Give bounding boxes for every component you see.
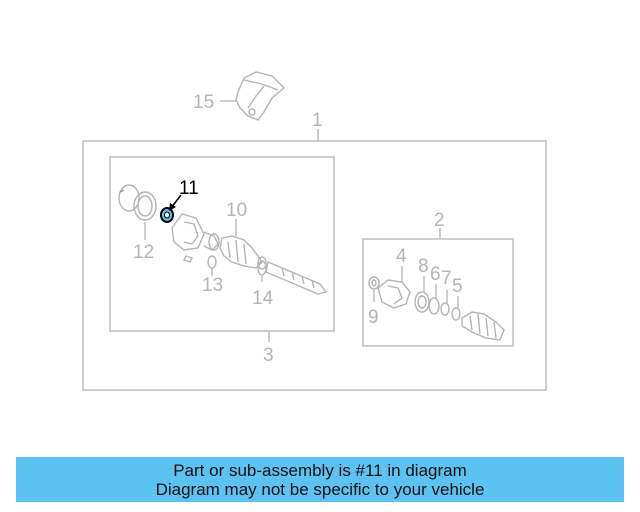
leader-11-arrowhead [169,203,176,211]
part-8-ring [414,291,430,313]
assembly-box-3 [109,156,335,332]
callout-12: 12 [133,242,154,263]
assembly-box-2 [362,238,514,347]
callout-10: 10 [226,200,247,221]
info-banner: Part or sub-assembly is #11 in diagram D… [16,457,624,502]
callout-1: 1 [312,110,323,131]
part-6-ring [428,297,440,315]
part-14-clamp [257,260,267,276]
callout-2: 2 [434,210,445,231]
axle-shaft [265,261,328,295]
callout-15: 15 [193,92,214,113]
banner-line-2: Diagram may not be specific to your vehi… [155,480,485,499]
callout-11: 11 [179,178,199,199]
callout-9: 9 [368,307,379,328]
banner-line-1: Part or sub-assembly is #11 in diagram [173,461,467,480]
part-13-clamp [183,255,217,269]
callout-13: 13 [202,275,223,296]
callout-4: 4 [396,246,407,267]
part-9-nut [368,276,380,290]
callout-7: 7 [441,268,452,289]
callout-5: 5 [452,276,463,297]
part-15-heat-shield [235,71,286,121]
part-5-clamp [451,307,461,321]
part-7-ring [440,302,450,316]
outer-cv-joint [171,213,220,251]
ring-12-notch [119,189,125,193]
inner-boot [461,311,505,341]
callout-3: 3 [263,345,274,366]
callout-6: 6 [430,264,441,285]
part-4-inner-joint [377,279,411,309]
callout-14: 14 [252,288,274,309]
part-11-snap-ring [160,207,174,223]
callout-8: 8 [418,256,429,277]
part-12-ring [118,184,157,221]
assembly-box-1 [82,140,547,391]
